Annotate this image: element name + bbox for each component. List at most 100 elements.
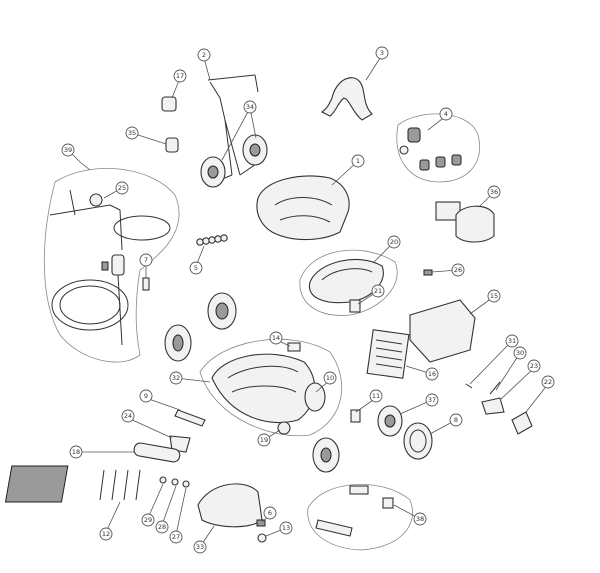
callout-24: 24 <box>121 409 135 423</box>
callout-23: 23 <box>527 359 541 373</box>
callout-1: 1 <box>351 154 365 168</box>
callout-31: 31 <box>505 334 519 348</box>
callout-8: 8 <box>449 413 463 427</box>
callout-37: 37 <box>425 393 439 407</box>
svg-text:21: 21 <box>374 287 382 295</box>
callout-36: 36 <box>487 185 501 199</box>
svg-text:24: 24 <box>124 412 132 420</box>
part-chassis-detail <box>227 365 299 393</box>
part-23 <box>481 397 505 415</box>
group-outline-chassis <box>199 338 343 437</box>
callout-6: 6 <box>263 506 277 520</box>
callout-22: 22 <box>541 375 555 389</box>
callout-2: 2 <box>197 48 211 62</box>
part-cable-assembly <box>49 189 171 346</box>
callout-21: 21 <box>371 284 385 298</box>
group-outline-cable-assembly <box>43 168 180 363</box>
part-brush-38 <box>315 519 353 537</box>
part-bracket-24 <box>169 435 191 453</box>
svg-text:38: 38 <box>416 515 424 523</box>
part-top-cover-detail <box>321 268 373 281</box>
svg-text:22: 22 <box>544 378 552 386</box>
callout-4: 4 <box>439 107 453 121</box>
part-clip-set <box>399 127 462 171</box>
callout-29: 29 <box>141 513 155 527</box>
callout-30: 30 <box>513 346 527 360</box>
svg-text:9: 9 <box>144 392 148 400</box>
part-brush-38-clip <box>382 497 394 509</box>
part-brush-roller <box>133 442 181 463</box>
svg-text:4: 4 <box>444 110 448 118</box>
part-brush-pads <box>4 465 141 503</box>
part-handle <box>320 77 373 121</box>
svg-text:8: 8 <box>454 416 458 424</box>
part-22 <box>511 411 533 435</box>
svg-text:3: 3 <box>380 49 384 57</box>
svg-text:35: 35 <box>128 129 136 137</box>
part-brush-bracket <box>197 483 263 528</box>
svg-text:32: 32 <box>172 374 180 382</box>
callout-25: 25 <box>115 181 129 195</box>
part-robot-body <box>256 175 350 241</box>
svg-text:20: 20 <box>390 238 398 246</box>
svg-text:6: 6 <box>268 509 272 517</box>
callout-27: 27 <box>169 530 183 544</box>
callout-11: 11 <box>369 389 383 403</box>
part-29 <box>159 476 167 484</box>
svg-text:31: 31 <box>508 337 516 345</box>
callout-7: 7 <box>139 253 153 267</box>
svg-text:29: 29 <box>144 516 152 524</box>
part-wheel-37 <box>377 405 403 437</box>
callout-3: 3 <box>375 46 389 60</box>
callout-35: 35 <box>125 126 139 140</box>
callout-26: 26 <box>451 263 465 277</box>
svg-text:10: 10 <box>326 374 334 382</box>
part-21 <box>349 299 361 313</box>
part-26 <box>423 269 433 276</box>
part-drive-gear-10 <box>304 382 326 412</box>
svg-text:33: 33 <box>196 543 204 551</box>
callout-9: 9 <box>139 389 153 403</box>
callout-13: 13 <box>279 521 293 535</box>
part-swivel-7 <box>142 277 150 291</box>
callout-28: 28 <box>155 520 169 534</box>
part-tire-8 <box>403 422 433 460</box>
svg-text:14: 14 <box>272 334 280 342</box>
callout-17: 17 <box>173 69 187 83</box>
svg-text:37: 37 <box>428 396 436 404</box>
svg-text:39: 39 <box>64 146 72 154</box>
part-top-cover <box>308 258 384 304</box>
callout-16: 16 <box>425 367 439 381</box>
callout-33: 33 <box>193 540 207 554</box>
part-brush-arm-9 <box>174 409 206 427</box>
svg-text:34: 34 <box>246 103 254 111</box>
part-wheel-11 <box>350 409 361 423</box>
callout-15: 15 <box>487 289 501 303</box>
part-power-supply <box>435 201 495 243</box>
part-filter-panel-slats <box>375 339 403 369</box>
part-19 <box>277 421 291 435</box>
part-brush-38-top <box>349 485 369 495</box>
callout-12: 12 <box>99 527 113 541</box>
part-clip-35 <box>165 137 179 153</box>
svg-text:18: 18 <box>72 448 80 456</box>
svg-text:7: 7 <box>144 256 148 264</box>
callout-32: 32 <box>169 371 183 385</box>
part-wheel-upper <box>207 292 237 330</box>
callout-39: 39 <box>61 143 75 157</box>
part-31 <box>465 383 473 389</box>
part-6 <box>256 519 266 527</box>
part-28 <box>171 478 179 486</box>
svg-text:2: 2 <box>202 51 206 59</box>
svg-text:5: 5 <box>194 264 198 272</box>
part-caddy-cart <box>200 74 268 188</box>
group-outline-brush-parts <box>307 484 413 551</box>
svg-text:36: 36 <box>490 188 498 196</box>
callout-19: 19 <box>257 433 271 447</box>
svg-text:28: 28 <box>158 523 166 531</box>
callout-14: 14 <box>269 331 283 345</box>
part-wheel-bottom <box>312 437 340 473</box>
svg-text:12: 12 <box>102 530 110 538</box>
svg-text:13: 13 <box>282 524 290 532</box>
